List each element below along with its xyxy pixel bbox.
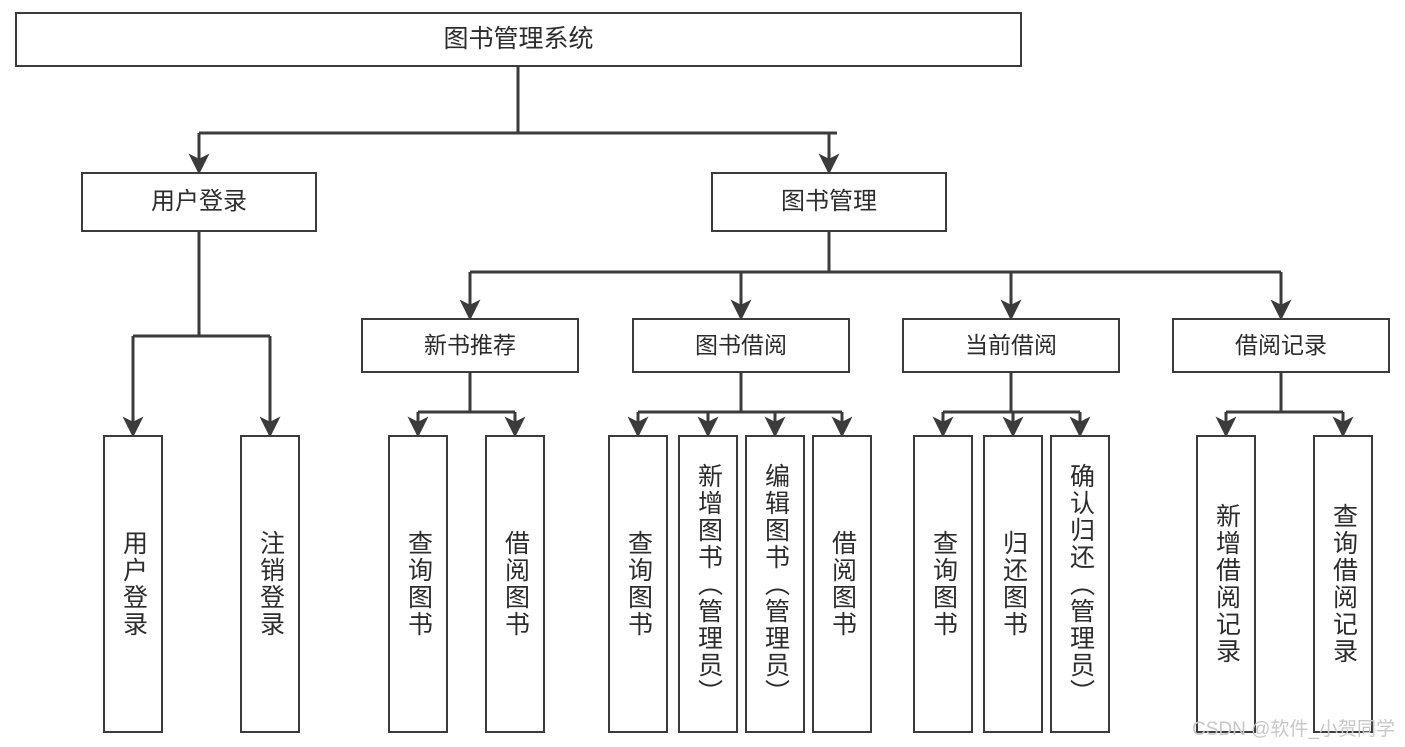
node-root-system[interactable]: 图书管理系统 [15,12,1022,67]
node-label: 查询图书 [624,530,653,638]
node-leaf-borrow-book-newbook[interactable]: 借阅图书 [485,435,545,733]
node-leaf-query-book-current[interactable]: 查询图书 [913,435,973,733]
edges-newbook-to-leaves [407,373,526,438]
node-current-borrow[interactable]: 当前借阅 [902,318,1120,373]
node-label: 当前借阅 [965,332,1057,359]
node-book-borrow[interactable]: 图书借阅 [632,318,850,373]
node-label: 归还图书 [999,530,1028,638]
node-label: 借阅图书 [501,530,530,638]
edges-records-to-leaves [1215,373,1354,438]
node-label: 查询图书 [404,530,433,638]
node-book-management[interactable]: 图书管理 [711,172,947,232]
node-label: 新增借阅记录 [1212,503,1241,665]
node-leaf-user-login[interactable]: 用户登录 [103,435,163,733]
csdn-watermark: CSDN @软件_小贺同学 [1192,719,1395,740]
edges-borrow-to-leaves [627,373,853,438]
node-leaf-return-book[interactable]: 归还图书 [983,435,1043,733]
node-label: 用户登录 [119,530,148,638]
node-label: 用户登录 [151,188,247,216]
node-label: 查询图书 [929,530,958,638]
node-leaf-confirm-return-admin[interactable]: 确认归还（管理员） [1050,435,1110,733]
node-label: 借阅图书 [828,530,857,638]
node-leaf-query-borrow-record[interactable]: 查询借阅记录 [1313,435,1373,733]
edges-login-to-leaves [122,232,281,438]
node-leaf-logout[interactable]: 注销登录 [240,435,300,733]
node-label: 借阅记录 [1235,332,1327,359]
edges-current-to-leaves [932,373,1091,438]
node-leaf-query-book-newbook[interactable]: 查询图书 [388,435,448,733]
node-user-login[interactable]: 用户登录 [81,172,317,232]
node-label: 查询借阅记录 [1329,503,1358,665]
node-leaf-edit-book-admin[interactable]: 编辑图书（管理员） [745,435,805,733]
node-label: 确认归还（管理员） [1066,462,1095,706]
node-label: 图书管理系统 [443,25,594,54]
node-borrow-records[interactable]: 借阅记录 [1172,318,1390,373]
node-leaf-query-book-borrow[interactable]: 查询图书 [608,435,668,733]
node-label: 新书推荐 [424,332,516,359]
node-leaf-add-book-admin[interactable]: 新增图书（管理员） [678,435,738,733]
node-label: 图书借阅 [695,332,787,359]
node-leaf-add-borrow-record[interactable]: 新增借阅记录 [1196,435,1256,733]
node-label: 注销登录 [256,530,285,638]
node-label: 图书管理 [781,188,877,216]
edges-root-to-level2 [188,67,840,175]
node-leaf-borrow-book[interactable]: 借阅图书 [812,435,872,733]
node-new-book-recommend[interactable]: 新书推荐 [361,318,579,373]
node-label: 编辑图书（管理员） [761,462,790,706]
node-label: 新增图书（管理员） [694,462,723,706]
edges-bookmgmt-to-level3 [459,232,1292,321]
